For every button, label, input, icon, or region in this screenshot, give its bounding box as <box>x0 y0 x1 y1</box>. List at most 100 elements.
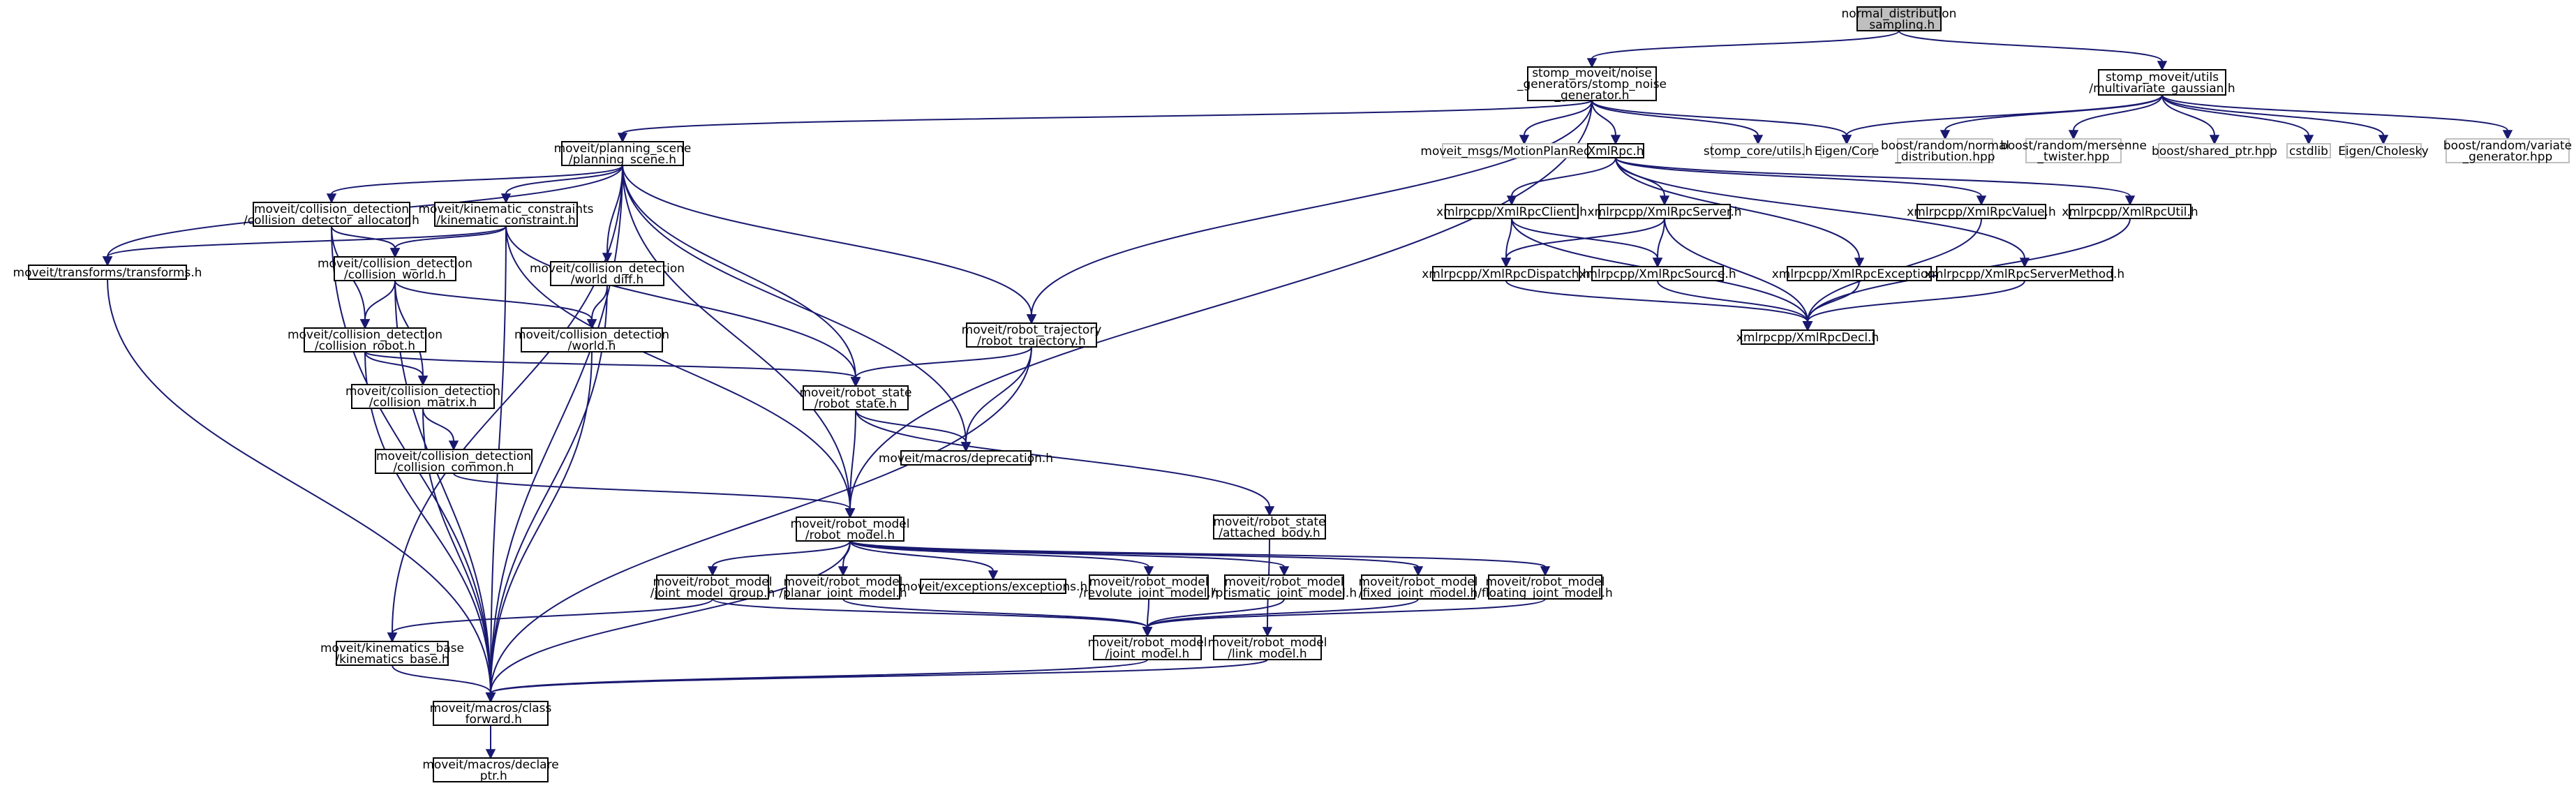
node-n1[interactable]: stomp_moveit/noise_generators/stomp_nois… <box>1517 66 1667 103</box>
node-n5[interactable]: XmlRpc.h <box>1587 143 1644 158</box>
node-n17[interactable]: moveit/collision_detection/collision_wor… <box>318 256 472 282</box>
node-n48[interactable]: xmlrpcpp/XmlRpcDecl.h <box>1736 329 1879 345</box>
external-node-box <box>2286 143 2331 158</box>
node-label: /revolute_joint_model.h <box>1079 586 1218 600</box>
node-n12[interactable]: Eigen/Cholesky <box>2338 143 2429 158</box>
node-n36[interactable]: moveit/robot_model/joint_model.h <box>1088 635 1207 661</box>
edge-line <box>1898 30 2163 62</box>
edge-n26-n34 <box>849 540 1551 577</box>
edge-n1-n4 <box>1519 100 1593 145</box>
edge-line <box>394 280 593 320</box>
edge-line <box>849 540 1285 567</box>
node-label: xmlrpcpp/XmlRpcValue.h <box>1907 205 2056 219</box>
node-box <box>1213 635 1322 660</box>
node-n19[interactable]: moveit/collision_detection/world.h <box>514 327 669 353</box>
edge-arrowhead <box>2068 130 2079 140</box>
node-n7[interactable]: Eigen/Core <box>1815 143 1879 158</box>
node-box <box>1587 143 1644 158</box>
node-n6[interactable]: stomp_core/utils.h <box>1704 143 1812 158</box>
node-n22[interactable]: moveit/robot_state/robot_state.h <box>799 385 912 411</box>
node-n13[interactable]: boost/random/variate_generator.hpp <box>2443 138 2572 164</box>
node-n26[interactable]: moveit/robot_model/robot_model.h <box>791 517 910 542</box>
node-label: xmlrpcpp/XmlRpcClient.h <box>1436 205 1587 219</box>
node-label: moveit/collision_detection <box>288 328 442 342</box>
node-n0[interactable]: normal_distribution_sampling.h <box>1842 6 1957 32</box>
node-n14[interactable]: moveit/collision_detection/collision_det… <box>244 202 419 228</box>
node-n25[interactable]: moveit/collision_detection/collision_com… <box>375 449 533 475</box>
node-n31[interactable]: moveit/robot_model/revolute_joint_model.… <box>1079 574 1219 600</box>
edge-n36-n38 <box>485 659 1148 703</box>
node-n30[interactable]: moveit/exceptions/exceptions.h <box>899 579 1087 594</box>
edge-n5-n43 <box>1615 157 2136 206</box>
node-n16[interactable]: moveit/transforms/transforms.h <box>13 265 202 280</box>
node-label: xmlrpcpp/XmlRpcDispatch.h <box>1422 267 1591 281</box>
node-n34[interactable]: moveit/robot_model/floating_joint_model.… <box>1477 574 1613 600</box>
edge-line <box>622 100 1593 134</box>
edge-line <box>1657 280 1808 322</box>
edge-arrowhead <box>417 376 429 386</box>
node-box <box>656 574 769 600</box>
edge-arrowhead <box>1652 258 1663 268</box>
edge-arrowhead <box>1540 566 1551 577</box>
node-n24[interactable]: moveit/macros/deprecation.h <box>879 450 1053 466</box>
node-n40[interactable]: xmlrpcpp/XmlRpcClient.h <box>1436 204 1587 219</box>
edge-arrowhead <box>837 566 849 577</box>
node-n37[interactable]: moveit/robot_model/link_model.h <box>1208 635 1327 661</box>
node-label: moveit/robot_model <box>1089 575 1209 589</box>
node-layer: normal_distribution_sampling.h stomp_move… <box>13 6 2572 783</box>
edge-line <box>2161 94 2508 131</box>
node-n38[interactable]: moveit/macros/class_forward.h <box>430 701 552 727</box>
node-n27[interactable]: moveit/robot_state/attached_body.h <box>1213 514 1326 540</box>
edge-n5-n46 <box>1615 157 1865 268</box>
edge-line <box>2161 94 2215 136</box>
node-label: /attached_body.h <box>1219 526 1320 540</box>
edge-line <box>1031 100 1593 315</box>
node-n3[interactable]: moveit/planning_scene/planning_scene.h <box>554 141 692 167</box>
node-label: _forward.h <box>459 713 522 727</box>
edge-arrowhead <box>2303 135 2314 145</box>
node-n21[interactable]: moveit/robot_trajectory/robot_trajectory… <box>962 322 1102 348</box>
edge-line <box>2073 94 2163 131</box>
node-n46[interactable]: xmlrpcpp/XmlRpcException.h <box>1772 266 1947 281</box>
node-n39[interactable]: moveit/macros/declare_ptr.h <box>422 757 559 783</box>
edge-arrowhead <box>326 193 337 204</box>
node-n44[interactable]: xmlrpcpp/XmlRpcDispatch.h <box>1422 266 1591 281</box>
node-n47[interactable]: xmlrpcpp/XmlRpcServerMethod.h <box>1925 266 2124 281</box>
node-label: moveit/robot_state <box>799 386 911 400</box>
edge-line <box>1505 280 1808 322</box>
edge-line <box>1524 100 1593 136</box>
node-n29[interactable]: moveit/robot_model/planar_joint_model.h <box>779 574 907 600</box>
node-n10[interactable]: boost/shared_ptr.hpp <box>2152 143 2277 158</box>
edge-n33-n36 <box>1142 598 1419 637</box>
node-label: moveit/robot_model <box>1208 636 1327 650</box>
node-n33[interactable]: moveit/robot_model/fixed_joint_model.h <box>1359 574 1478 600</box>
node-n2[interactable]: stomp_moveit/utils/multivariate_gaussian… <box>2089 69 2235 96</box>
node-n35[interactable]: moveit/kinematics_base/kinematics_base.h <box>320 641 464 667</box>
node-n41[interactable]: xmlrpcpp/XmlRpcServer.h <box>1587 204 1742 219</box>
node-n23[interactable]: moveit/collision_detection/collision_mat… <box>345 384 500 410</box>
node-n42[interactable]: xmlrpcpp/XmlRpcValue.h <box>1907 204 2056 219</box>
node-n32[interactable]: moveit/robot_model/prismatic_joint_model… <box>1212 574 1357 600</box>
node-n45[interactable]: xmlrpcpp/XmlRpcSource.h <box>1579 266 1736 281</box>
node-n43[interactable]: xmlrpcpp/XmlRpcUtil.h <box>2062 204 2198 219</box>
node-n20[interactable]: moveit/collision_detection/collision_rob… <box>288 327 442 353</box>
edge-arrowhead <box>448 440 459 451</box>
edge-arrowhead <box>359 319 371 329</box>
external-node-box <box>1711 143 1805 158</box>
edge-n26-n28 <box>707 540 851 577</box>
edge-n38-n39 <box>485 725 496 759</box>
edge-arrowhead <box>707 566 718 577</box>
node-n8[interactable]: boost/random/normal_distribution.hpp <box>1881 138 2009 164</box>
node-n9[interactable]: boost/random/mersenne_twister.hpp <box>2000 138 2147 164</box>
node-n4[interactable]: moveit_msgs/MotionPlanRequest.h <box>1420 143 1628 158</box>
node-label: /collision_common.h <box>393 461 514 475</box>
node-n18[interactable]: moveit/collision_detection/world_diff.h <box>530 261 685 287</box>
node-label: moveit/robot_model <box>1486 575 1605 589</box>
node-n11[interactable]: cstdlib <box>2286 143 2331 158</box>
node-label: boost/random/normal <box>1881 139 2009 153</box>
node-label: _sampling.h <box>1863 18 1935 32</box>
node-n28[interactable]: moveit/robot_model/joint_model_group.h <box>650 574 775 600</box>
root-node-box <box>1856 6 1942 31</box>
node-box <box>1741 329 1875 345</box>
node-n15[interactable]: moveit/kinematic_constraints/kinematic_c… <box>418 202 594 228</box>
